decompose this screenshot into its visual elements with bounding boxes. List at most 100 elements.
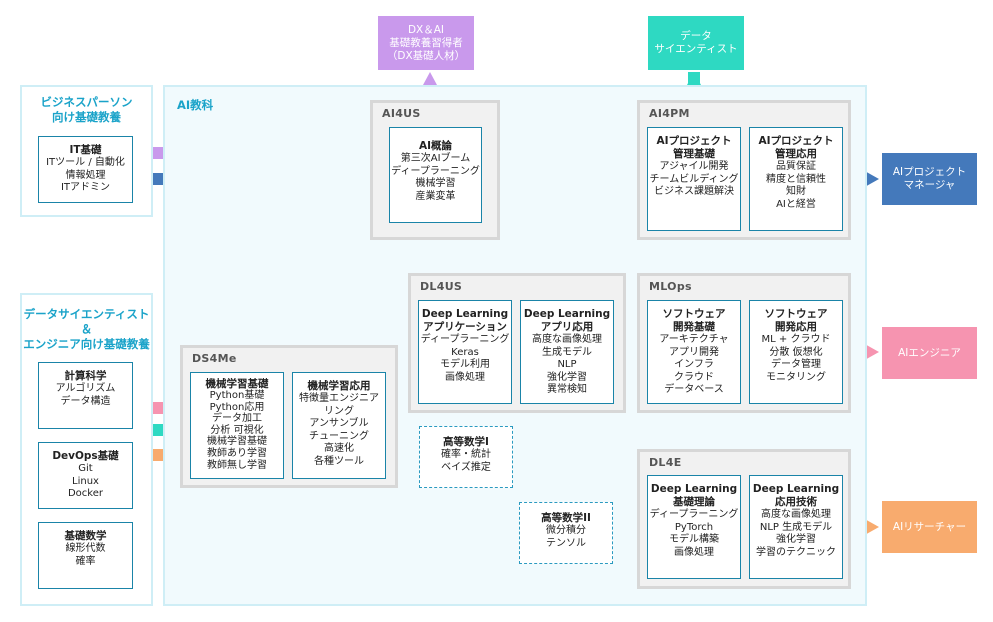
course-ml-applied[interactable]: 機械学習応用 特徴量エンジニア リング アンサンブル チューニング 高速化 各種… [292, 372, 386, 479]
course-computational-science[interactable]: 計算科学 アルゴリズム データ構造 [38, 362, 133, 429]
course-ai-pm-basics-topic: チームビルディング [649, 173, 739, 185]
group-mlops-label: MLOps [649, 280, 692, 293]
course-ml-basics-topic: 機械学習基礎 [207, 436, 267, 448]
course-ai-pm-applied-topic: AIと経営 [776, 198, 816, 210]
course-dl-app-applied-topic: 高度な画像処理 [532, 334, 602, 345]
course-ml-basics-topic: Python応用 [209, 401, 265, 413]
course-dl-basic-theory[interactable]: Deep Learning 基礎理論 ディープラーニング PyTorch モデル… [647, 475, 741, 579]
outcome-ai-pm[interactable]: AIプロジェクト マネージャ [882, 153, 977, 205]
course-devops[interactable]: DevOps基礎 Git Linux Docker [38, 442, 133, 509]
region-ds-eng-title-line: ＆ [80, 322, 93, 336]
course-devops-topic: Linux [72, 475, 99, 487]
course-dl-app-applied-title: Deep Learning アプリ応用 [523, 308, 611, 333]
outcome-data-scientist[interactable]: データ サイエンティスト [648, 16, 744, 70]
course-ai-pm-applied[interactable]: AIプロジェクト 管理応用 品質保証 精度と信頼性 知財 AIと経営 [749, 127, 843, 231]
group-dl4e-label: DL4E [649, 456, 682, 469]
group-ai4us-label: AI4US [382, 107, 421, 120]
course-sw-dev-basics-topic: アプリ開発 [669, 346, 719, 358]
course-ml-applied-topic: 特徴量エンジニア [299, 393, 379, 404]
course-it-basics[interactable]: IT基礎 ITツール / 自動化 情報処理 ITアドミン [38, 136, 133, 203]
group-dl4us-label: DL4US [420, 280, 463, 293]
course-basic-math[interactable]: 基礎数学 線形代数 確率 [38, 522, 133, 589]
region-ai-curriculum-label: AI教科 [177, 98, 214, 112]
course-dl-application-topic: モデル利用 [440, 359, 490, 370]
outcome-dx-ai-line: （DX基礎人材） [386, 49, 466, 62]
course-ml-basics[interactable]: 機械学習基礎 Python基礎 Python応用 データ加工 分析 可視化 機械… [190, 372, 284, 479]
course-ai-pm-basics-title: AIプロジェクト 管理基礎 [656, 135, 732, 160]
course-ai-overview-topic: ディープラーニング [391, 165, 480, 177]
course-math-1[interactable]: 高等数学I 確率・統計 ベイズ推定 [419, 426, 513, 488]
course-dl-app-applied[interactable]: Deep Learning アプリ応用 高度な画像処理 生成モデル NLP 強化… [520, 300, 614, 404]
course-sw-dev-basics-title: ソフトウェア 開発基礎 [662, 308, 726, 333]
outcome-data-scientist-line: データ [680, 30, 712, 42]
course-dl-applied-tech-topic: NLP 生成モデル [759, 521, 833, 533]
course-ml-basics-topic: データ加工 [212, 413, 262, 425]
course-ai-pm-basics-topic: ビジネス課題解決 [654, 186, 734, 197]
course-sw-dev-basics[interactable]: ソフトウェア 開発基礎 アーキテクチャ アプリ開発 インフラ クラウド データベ… [647, 300, 741, 404]
course-sw-dev-basics-topic: インフラ [674, 359, 714, 370]
course-ml-basics-topic: 教師あり学習 [207, 447, 267, 459]
course-it-basics-topic: 情報処理 [65, 169, 106, 181]
course-ai-pm-basics[interactable]: AIプロジェクト 管理基礎 アジャイル開発 チームビルディング ビジネス課題解決 [647, 127, 741, 231]
course-dl-applied-tech[interactable]: Deep Learning 応用技術 高度な画像処理 NLP 生成モデル 強化学… [749, 475, 843, 579]
course-dl-application-topic: ディープラーニング [420, 334, 510, 345]
outcome-ai-pm-line: マネージャ [903, 179, 956, 191]
course-math-2-title: 高等数学II [541, 512, 591, 524]
course-it-basics-topic: ITツール / 自動化 [46, 157, 125, 168]
course-dl-applied-tech-topic: 学習のテクニック [756, 546, 836, 558]
course-math-1-topic: 確率・統計 [441, 449, 491, 460]
course-math-2[interactable]: 高等数学II 微分積分 テンソル [519, 502, 613, 564]
course-dl-applied-tech-topic: 強化学習 [776, 534, 816, 545]
region-ds-eng-title-line: エンジニア向け基礎教養 [23, 337, 150, 351]
outcome-ai-engineer[interactable]: AIエンジニア [882, 327, 977, 379]
course-sw-dev-applied-topic: ML + クラウド [761, 334, 831, 345]
course-ai-overview-topic: 機械学習 [415, 178, 456, 189]
course-computational-science-title: 計算科学 [64, 370, 107, 382]
course-sw-dev-basics-topic: クラウド [674, 371, 714, 383]
course-ai-pm-applied-topic: 品質保証 [776, 161, 816, 172]
course-basic-math-topic: 線形代数 [65, 543, 106, 554]
course-math-2-topic: 微分積分 [546, 525, 586, 536]
course-dl-app-applied-topic: NLP [557, 359, 577, 370]
course-ml-basics-topic: 教師無し学習 [207, 459, 267, 471]
course-dl-basic-theory-topic: ディープラーニング [649, 509, 739, 520]
course-math-1-title: 高等数学I [443, 436, 489, 448]
outcome-ai-pm-line: AIプロジェクト [892, 166, 967, 178]
course-ai-overview-topic: 第三次AIブーム [400, 153, 471, 164]
course-ml-applied-topic: アンサンブル [309, 418, 369, 429]
course-sw-dev-applied-topic: データ管理 [771, 359, 821, 370]
course-dl-application[interactable]: Deep Learning アプリケーション ディープラーニング Keras モ… [418, 300, 512, 404]
group-ai4pm-label: AI4PM [649, 107, 690, 120]
course-devops-title: DevOps基礎 [52, 450, 119, 462]
course-ml-basics-topic: Python基礎 [209, 390, 265, 401]
course-dl-app-applied-topic: 異常検知 [547, 384, 587, 395]
course-dl-app-applied-topic: 強化学習 [547, 371, 587, 383]
course-dl-basic-theory-topic: モデル構築 [669, 534, 719, 545]
course-ai-overview[interactable]: AI概論 第三次AIブーム ディープラーニング 機械学習 産業変革 [389, 127, 482, 223]
course-sw-dev-applied[interactable]: ソフトウェア 開発応用 ML + クラウド 分散 仮想化 データ管理 モニタリン… [749, 300, 843, 404]
outcome-data-scientist-line: サイエンティスト [654, 43, 738, 55]
course-basic-math-topic: 確率 [75, 555, 96, 567]
region-ds-eng-title: データサイエンティスト ＆ エンジニア向け基礎教養 [22, 307, 151, 352]
course-ai-pm-basics-topic: アジャイル開発 [659, 161, 729, 172]
course-ai-overview-title: AI概論 [418, 140, 453, 152]
outcome-ai-researcher-line: AIリサーチャー [892, 520, 967, 533]
course-computational-science-topic: データ構造 [60, 395, 111, 407]
course-sw-dev-basics-topic: データベース [664, 384, 724, 395]
outcome-dx-ai[interactable]: DX＆AI 基礎教養習得者 （DX基礎人材） [378, 16, 474, 70]
outcome-ai-researcher[interactable]: AIリサーチャー [882, 501, 977, 553]
course-ml-basics-title: 機械学習基礎 [205, 378, 269, 390]
course-ai-pm-applied-topic: 精度と信頼性 [766, 173, 826, 185]
course-dl-basic-theory-topic: PyTorch [674, 521, 714, 533]
course-ai-pm-applied-topic: 知財 [786, 186, 806, 197]
course-ml-applied-title: 機械学習応用 [307, 380, 371, 392]
course-ml-applied-topic: リング [324, 405, 354, 417]
outcome-ai-engineer-line: AIエンジニア [898, 346, 961, 359]
course-it-basics-title: IT基礎 [69, 144, 102, 156]
course-sw-dev-applied-topic: 分散 仮想化 [769, 346, 823, 358]
region-business-title: ビジネスパーソン 向け基礎教養 [22, 95, 151, 125]
course-dl-applied-tech-title: Deep Learning 応用技術 [752, 483, 840, 508]
course-dl-application-title: Deep Learning アプリケーション [421, 308, 509, 333]
course-ai-pm-applied-title: AIプロジェクト 管理応用 [758, 135, 834, 160]
course-it-basics-topic: ITアドミン [60, 182, 111, 193]
